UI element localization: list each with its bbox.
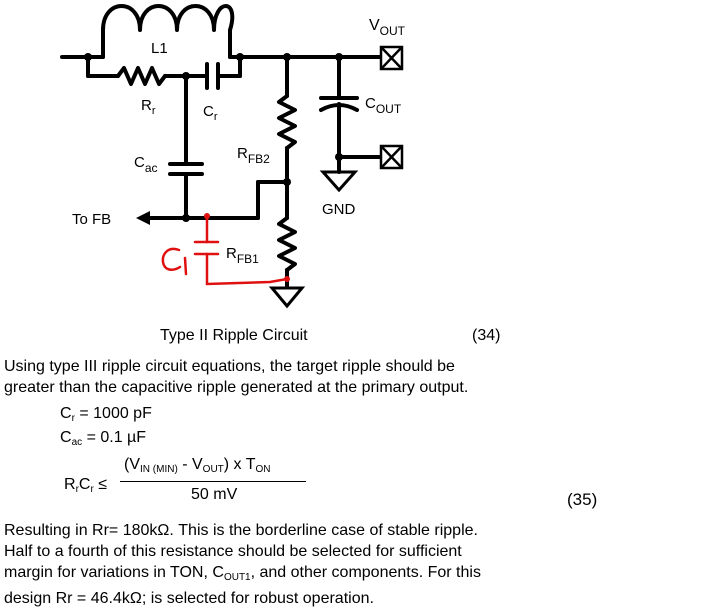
label-to-fb: To FB [72, 211, 111, 228]
equation-number-35: (35) [567, 490, 598, 509]
paragraph-intro: Using type III ripple circuit equations,… [4, 356, 468, 398]
label-cac: Cac [134, 154, 158, 175]
resistor-rfb1 [277, 216, 297, 272]
label-cr: Cr [203, 103, 218, 123]
resistor-rfb2 [277, 94, 297, 150]
annotation-c1-wire-bottom [205, 252, 289, 286]
to-fb-arrow [136, 211, 150, 225]
paragraph-result-line-2: Half to a fourth of this resistance shou… [4, 543, 462, 560]
fraction-bar [120, 481, 306, 482]
label-rr: Rr [141, 97, 156, 117]
equation-rrcr-numerator: (VIN (MIN) - VOUT) x TON [124, 456, 271, 475]
figure-caption: Type II Ripple Circuit [160, 327, 308, 344]
inductor-l1 [101, 4, 235, 59]
label-vout: VOUT [369, 17, 406, 38]
gnd-symbol-cout [319, 170, 359, 193]
gnd-symbol-rfb1 [268, 286, 306, 309]
label-gnd: GND [322, 201, 356, 218]
annotation-c1-digit [183, 256, 188, 276]
circuit-diagram: VOUT L1 Rr Cr RFB2 COUT Cac GND To FB RF… [60, 4, 406, 309]
equation-rrcr-denominator: 50 mV [191, 486, 238, 503]
paragraph-intro-line-1: Using type III ripple circuit equations,… [4, 358, 455, 375]
equation-number-34: (34) [472, 327, 501, 344]
equation-rrcr-lhs: RrCr ≤ [64, 476, 108, 495]
annotation-c1-letter [161, 247, 182, 271]
resistor-rr [116, 66, 167, 86]
paragraph-intro-line-2: greater than the capacitive ripple gener… [4, 379, 469, 396]
paragraph-result-line-3: margin for variations in TON, COUT1, and… [4, 564, 481, 583]
label-rfb1: RFB1 [226, 245, 259, 266]
label-cout: COUT [365, 95, 402, 116]
label-rfb2: RFB2 [237, 145, 270, 166]
equation-cr: Cr = 1000 pF [60, 405, 152, 424]
paragraph-result-line-4: design Rr = 46.4kΩ; is selected for robu… [4, 590, 374, 607]
label-l1: L1 [151, 40, 168, 57]
equation-cac: Cac = 0.1 µF [60, 429, 147, 448]
paragraph-result: Resulting in Rr= 180kΩ. This is the bord… [4, 520, 481, 609]
paragraph-result-line-1: Resulting in Rr= 180kΩ. This is the bord… [4, 522, 478, 539]
